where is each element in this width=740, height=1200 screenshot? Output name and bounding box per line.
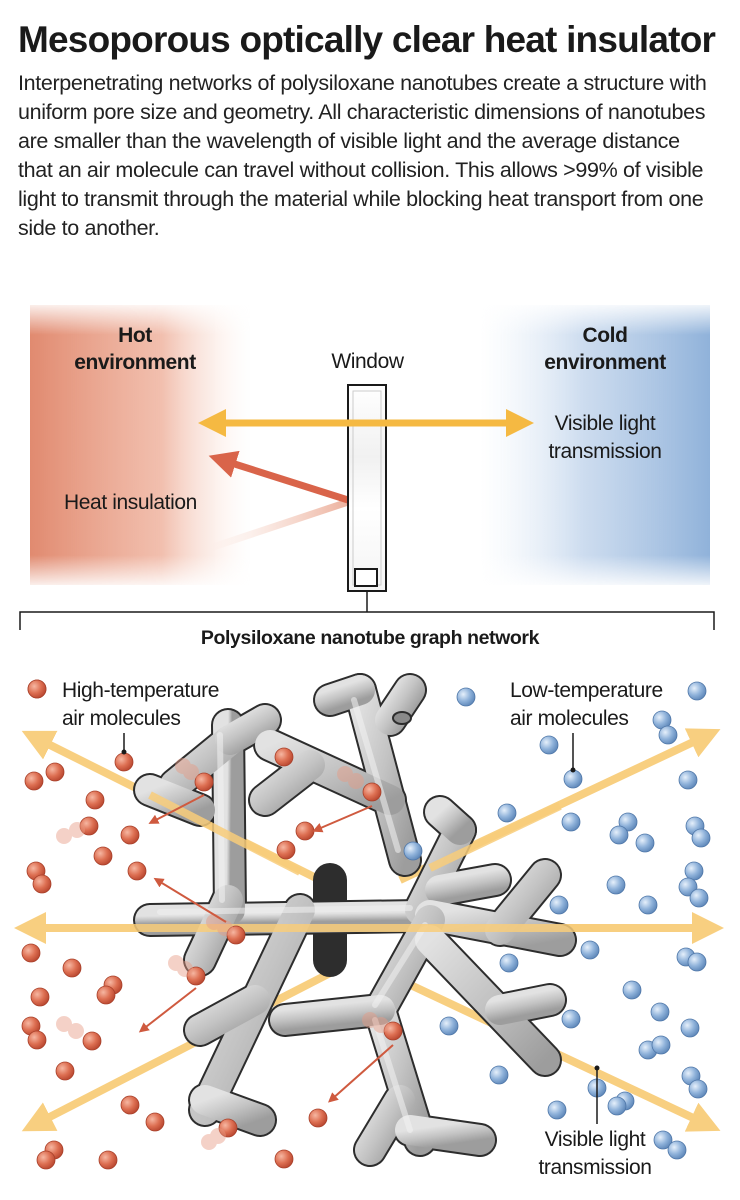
visible-light-label-bottom: Visible light transmission [538, 1128, 652, 1179]
hot-environment-label: Hot environment [74, 324, 196, 374]
cold-molecules [403, 681, 711, 1160]
window-zoom-box [354, 568, 378, 587]
intro-text: Interpenetrating networks of polysiloxan… [18, 71, 707, 240]
hot-environment-zone [30, 305, 250, 585]
callout-leaders [123, 733, 598, 1124]
page-title: Mesoporous optically clear heat insulato… [18, 19, 716, 60]
heat-insulation-label: Heat insulation [64, 491, 197, 514]
heat-insulation-arrow [206, 450, 352, 552]
cold-environment-label: Cold environment [544, 324, 666, 374]
hot-molecule-legend [27, 679, 47, 699]
window-pane [347, 384, 387, 612]
zoom-bracket [19, 611, 715, 630]
cold-environment-zone [480, 305, 710, 585]
low-temperature-label: Low-temperature air molecules [510, 679, 663, 730]
visible-light-label-top: Visible light transmission [548, 412, 662, 463]
molecule-bounce-arrows [138, 794, 394, 1103]
visible-light-arrows-front [130, 791, 600, 932]
hot-molecule-trails [56, 758, 389, 1150]
hot-molecules [21, 679, 403, 1170]
high-temperature-label: High-temperature air molecules [62, 679, 220, 730]
callout-dots [121, 749, 600, 1071]
window-label: Window [331, 350, 404, 373]
network-title: Polysiloxane nanotube graph network [200, 627, 540, 649]
